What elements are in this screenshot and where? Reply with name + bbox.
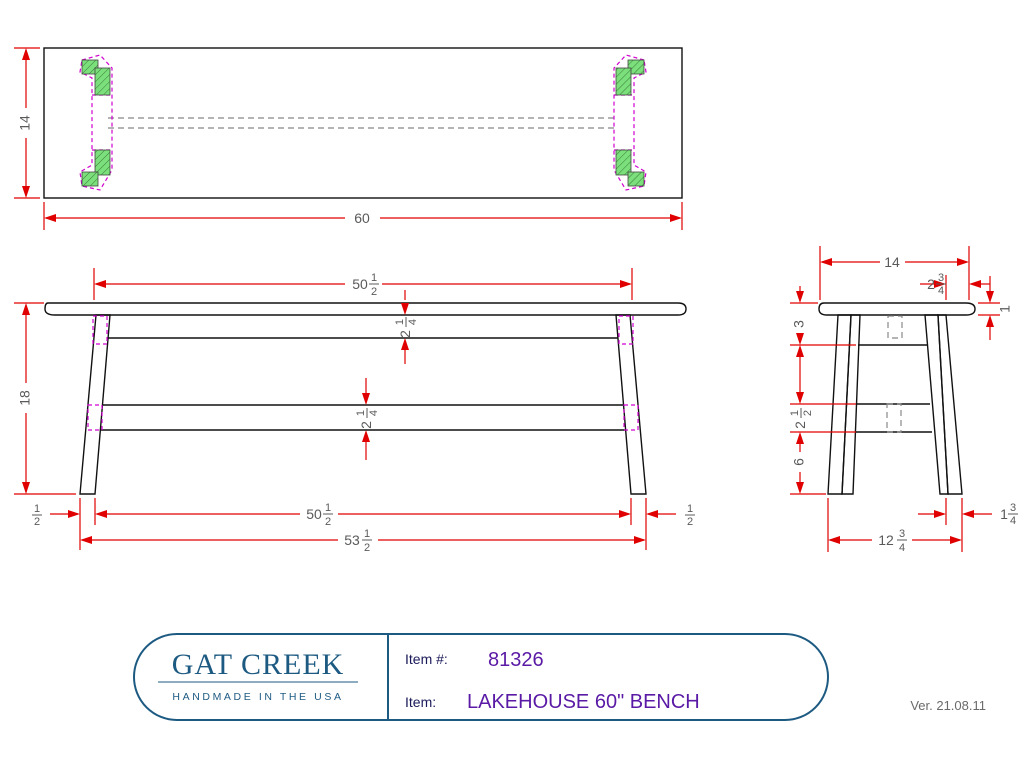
dim-leg-offset-left: 1 2	[32, 503, 80, 528]
dim-top-depth: 14	[14, 47, 40, 199]
title-block: GAT CREEK HANDMADE IN THE USA Item #: 81…	[133, 633, 829, 721]
dim-side-apron-label: 3	[791, 320, 807, 328]
dim-overall-leg-span-whole: 53	[344, 532, 360, 548]
dim-bottom-span-whole: 50	[306, 506, 322, 522]
dim-side-depth: 14	[819, 246, 970, 300]
dim-side-overhang: 2 3 4	[920, 272, 990, 300]
top-view-right-leg-assembly	[613, 54, 647, 191]
top-view-left-leg-assembly	[79, 54, 113, 191]
front-view-left-leg	[79, 314, 111, 495]
dim-bottom-span-den: 2	[325, 516, 331, 528]
dim-front-stretcher-height: 2 1 4	[355, 378, 380, 460]
dim-front-stretcher-span: 50 1 2	[93, 268, 633, 300]
dim-leg-offset-right-num: 1	[687, 503, 693, 515]
item-number-label: Item #:	[405, 651, 448, 667]
dim-side-overhang-whole: 2	[927, 276, 935, 292]
dim-front-stretcher-den: 4	[368, 410, 380, 416]
title-block-frame	[133, 633, 829, 721]
item-number-value: 81326	[488, 649, 544, 671]
dim-side-leg-offset-whole: 1	[1000, 506, 1008, 522]
dim-front-stretcher-num: 1	[355, 410, 367, 416]
dim-side-overhang-den: 4	[938, 285, 944, 297]
dim-top-thickness-label: 1	[997, 305, 1013, 313]
dim-height: 18	[14, 302, 76, 495]
dim-front-apron-num: 1	[394, 319, 406, 325]
top-view: 14 60	[14, 47, 683, 230]
dim-side-leg-span-num: 3	[899, 528, 905, 540]
dim-side-leg-span-den: 4	[899, 542, 905, 554]
dim-front-stretcher-whole: 2	[358, 421, 374, 429]
front-view: 50 1 2 2 1 4 2 1	[14, 268, 695, 554]
dim-side-leg-offset-den: 4	[1010, 515, 1016, 527]
dim-side-leg-offset: 1 3 4	[918, 502, 1018, 527]
dim-side-stretcher-whole: 2	[792, 421, 808, 429]
side-view-seat	[818, 302, 976, 316]
dim-overall-leg-span-num: 1	[364, 528, 370, 540]
dim-leg-offset-left-den: 2	[34, 516, 40, 528]
dim-overall-leg-span-den: 2	[364, 542, 370, 554]
dim-side-verticals: 3 2 1 2 6	[789, 286, 856, 495]
dim-top-length: 60	[43, 202, 683, 230]
item-name-value: LAKEHOUSE 60" BENCH	[467, 691, 700, 713]
dim-bottom-span-num: 1	[325, 502, 331, 514]
dim-side-leg-offset-num: 3	[1010, 502, 1016, 514]
dim-side-stretcher-num: 1	[789, 410, 801, 416]
dim-top-thickness: 1	[978, 276, 1013, 340]
dim-side-leg-span: 12 3 4	[828, 528, 962, 554]
dim-overall-leg-span: 53 1 2	[80, 528, 646, 554]
side-view: 14 2 3 4 1	[789, 246, 1018, 554]
dim-front-apron-height: 2 1 4	[394, 290, 419, 364]
dim-side-stretcher-den: 2	[802, 410, 814, 416]
dim-front-stretcher-span-den: 2	[371, 286, 377, 298]
dim-front-stretcher-span-num: 1	[371, 272, 377, 284]
dim-leg-offset-right-den: 2	[687, 516, 693, 528]
brand-logo: GAT CREEK	[172, 648, 345, 681]
dim-side-overhang-num: 3	[938, 272, 944, 284]
brand-tagline: HANDMADE IN THE USA	[172, 691, 343, 703]
dim-top-length-label: 60	[354, 210, 370, 226]
front-view-seat	[44, 302, 687, 316]
dim-front-stretcher-span-whole: 50	[352, 276, 368, 292]
front-view-right-leg	[615, 314, 647, 495]
item-name-label: Item:	[405, 694, 436, 710]
dim-height-label: 18	[17, 390, 33, 406]
dim-leg-offset-right: 1 2	[646, 503, 695, 528]
dim-front-apron-den: 4	[407, 319, 419, 325]
dim-top-depth-label: 14	[17, 115, 33, 131]
dim-leg-offset-left-num: 1	[34, 503, 40, 515]
dim-side-leg-span-whole: 12	[878, 532, 894, 548]
dim-side-floor-gap-label: 6	[791, 458, 807, 466]
dim-front-apron-whole: 2	[397, 330, 413, 338]
version-label: Ver. 21.08.11	[910, 698, 986, 713]
top-view-outline	[43, 47, 683, 199]
dim-side-depth-label: 14	[884, 254, 900, 270]
dim-bottom-span: 50 1 2	[95, 502, 631, 528]
